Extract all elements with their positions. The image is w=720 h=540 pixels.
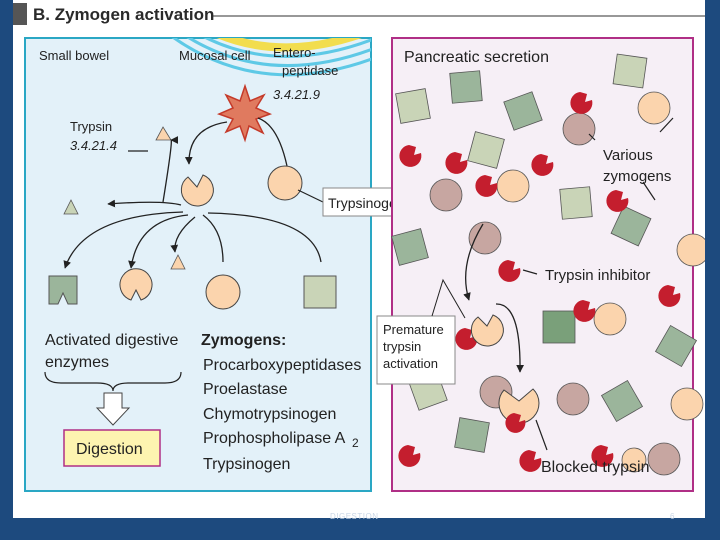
trypsin-icon	[180, 174, 214, 207]
peptide-fragment-icon	[170, 254, 186, 270]
activated-label-2: enzymes	[45, 354, 109, 371]
premature-label-1: Premature	[383, 322, 444, 337]
zymogen-item: Prophospholipase A	[203, 430, 346, 447]
figure-panel: B. Zymogen activation Small bowel Mucosa…	[13, 0, 710, 518]
various-label-1: Various	[603, 147, 653, 164]
small-bowel-label: Small bowel	[39, 48, 109, 63]
small-bowel-panel	[24, 37, 372, 492]
trypsin-inhibitor-field	[398, 92, 681, 472]
zymogen-icon	[205, 274, 241, 310]
blocked-label: Blocked trypsin	[541, 459, 650, 476]
trypsin-label: Trypsin	[70, 119, 112, 134]
digestion-box	[63, 429, 161, 467]
peptide-fragment-icon	[155, 126, 172, 141]
page-number: 6	[670, 512, 675, 521]
footer-text: DIGESTION	[330, 512, 379, 521]
activated-label-1: Activated digestive	[45, 332, 179, 349]
peptide-fragment-icon	[63, 199, 79, 215]
trypsin-ec: 3.4.21.4	[70, 138, 117, 153]
pancreatic-title: Pancreatic secretion	[404, 49, 549, 66]
digestion-label: Digestion	[76, 441, 143, 458]
zymogen-item: Chymotrypsinogen	[203, 406, 336, 423]
premature-label-3: activation	[383, 356, 438, 371]
trypsinogen-label: Trypsinogen	[328, 195, 405, 211]
premature-trypsin-icon	[470, 314, 504, 347]
various-label-2: zymogens	[603, 168, 671, 185]
zymogen-item: Trypsinogen	[203, 456, 290, 473]
mucosal-cell-label: Mucosal cell	[179, 48, 251, 63]
zymogen-item: Procarboxypeptidases	[203, 357, 361, 374]
zymogens-title: Zymogens:	[201, 332, 286, 349]
enteropeptidase-label-2: peptidase	[282, 63, 338, 78]
zymogen-icon	[303, 275, 337, 309]
enteropeptidase-star-icon	[216, 83, 273, 143]
enteropeptidase-label-1: Entero-	[273, 45, 316, 60]
zymogen-diagram: B. Zymogen activation Small bowel Mucosa…	[13, 0, 710, 492]
enteropeptidase-ec: 3.4.21.9	[273, 87, 320, 102]
trypsinogen-icon	[267, 165, 303, 201]
zymogen-item: Proelastase	[203, 381, 288, 398]
active-enzyme-icon	[119, 268, 153, 301]
premature-label-2: trypsin	[383, 339, 421, 354]
figure-title: B. Zymogen activation	[33, 5, 214, 24]
inhibitor-label: Trypsin inhibitor	[545, 267, 650, 284]
zymogen-subscript: 2	[352, 436, 359, 450]
active-enzyme-icon	[48, 275, 78, 305]
bound-inhibitor-icon	[505, 413, 526, 433]
